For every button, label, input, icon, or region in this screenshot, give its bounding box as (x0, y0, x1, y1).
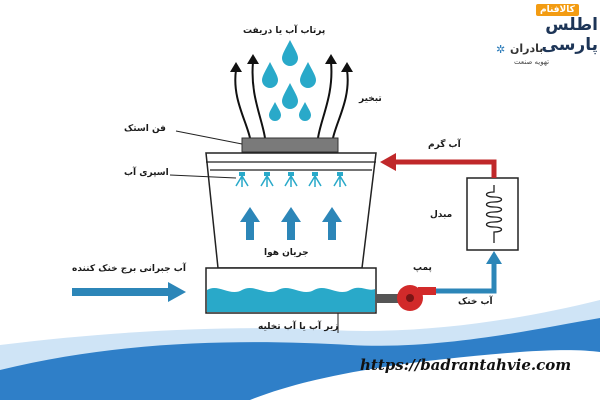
exhaust-arrow-3 (317, 61, 333, 139)
website-url[interactable]: https://badrantahvie.com (360, 356, 572, 374)
logo-badge: کالافنام (536, 4, 579, 16)
logo-tagline: تهویه صنعت (514, 58, 550, 66)
gear-icon: ✲ (496, 43, 506, 56)
basin-water (207, 287, 375, 312)
airflow-arrow-2 (281, 207, 301, 240)
label-cold-water: آب خنک (458, 297, 493, 307)
exhaust-arrowhead-1 (230, 62, 242, 72)
cold-water-arrowhead (486, 251, 502, 264)
leader-lines (169, 130, 339, 333)
exhaust-arrows (234, 61, 349, 139)
nozzle-3 (284, 175, 298, 187)
cold-water-line (436, 262, 497, 294)
exhaust-arrowhead-3 (325, 54, 337, 64)
airflow-arrows (240, 207, 342, 240)
logo-brand-secondary: بادران (510, 42, 544, 55)
label-hot-water: آب گرم (428, 140, 461, 150)
leader-fan-stack (175, 130, 243, 145)
label-drift: پرتاب آب یا دریفت (243, 26, 326, 36)
fan-stack (241, 137, 339, 153)
label-blowdown: زیر آب یا آب تخلیه (258, 322, 339, 332)
airflow-arrow-3 (322, 207, 342, 240)
label-makeup-water: آب جبرانی برج خنک کننده (72, 264, 186, 274)
label-airflow: جریان هوا (264, 248, 309, 258)
nozzle-1 (235, 175, 249, 187)
label-pump: پمپ (413, 263, 432, 273)
hot-water-line (395, 159, 497, 178)
label-water-spray: اسپری آب (124, 168, 169, 178)
label-evaporation: تبخیر (359, 94, 382, 104)
leader-water-spray (169, 174, 237, 179)
airflow-arrow-1 (240, 207, 260, 240)
logo-brand-name: اطلس پارسی (541, 15, 598, 55)
exchanger-box (466, 177, 519, 251)
exhaust-arrowhead-4 (341, 62, 353, 72)
hot-water-arrowhead (380, 153, 396, 171)
exhaust-arrow-4 (332, 69, 349, 139)
exhaust-arrowhead-2 (247, 54, 259, 64)
exhaust-arrow-2 (251, 61, 266, 139)
bottom-wave-white (250, 350, 600, 400)
drop-2 (262, 62, 278, 88)
nozzle-2 (260, 175, 274, 187)
exhaust-arrow-1 (234, 69, 251, 139)
pump-outlet-pipe (418, 287, 436, 295)
drop-1 (282, 40, 298, 66)
drop-4 (282, 83, 298, 109)
exchanger-coil-icon (485, 185, 503, 243)
nozzle-5 (333, 175, 347, 187)
drift-drops (262, 40, 316, 121)
outlet-pipe (376, 294, 398, 303)
label-exchanger: مبدل (430, 210, 453, 220)
pump-center (406, 294, 414, 302)
drop-5 (269, 102, 281, 121)
drop-6 (299, 102, 311, 121)
label-fan-stack: فن استک (124, 124, 166, 134)
drop-3 (300, 62, 316, 88)
makeup-water-arrow (72, 282, 186, 302)
brand-logo: کالافنام اطلس پارسی ✲ بادران تهویه صنعت (486, 2, 598, 74)
nozzle-4 (308, 175, 322, 187)
spray-nozzles (235, 175, 347, 187)
